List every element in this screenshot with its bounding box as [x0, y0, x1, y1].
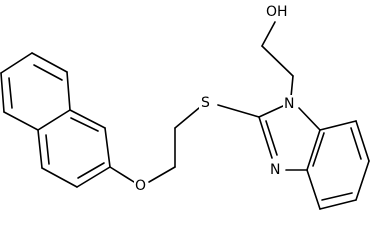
bond-c-c [261, 45, 294, 77]
bond-n-5 [41, 167, 78, 188]
bond-c7-c6 [355, 120, 370, 162]
bond-c7-c6-double [350, 127, 362, 160]
bond-c7a-n1 [298, 107, 321, 131]
bond-c5-c4-double [321, 192, 353, 201]
hydroxyethyl-chain [261, 21, 294, 98]
bond-c-n1 [290, 75, 294, 98]
bond-n-9 [0, 52, 33, 74]
bond-n-10-double [8, 77, 13, 109]
imidazole-ring [258, 105, 321, 171]
bond-c7a-c7 [319, 120, 357, 131]
bond-n-8-double [33, 64, 63, 81]
bond-c6-c5 [355, 160, 370, 201]
bond-c3a-c7a [306, 129, 321, 171]
bond-n-4 [37, 129, 43, 169]
bond-c5-c4 [319, 199, 357, 210]
bond-n-7 [66, 71, 71, 111]
atom-label-o: O [135, 178, 146, 194]
bond-n-4-double [45, 134, 50, 165]
bond-n-6-double [77, 162, 105, 179]
bond-n-11 [3, 111, 39, 131]
structure-diagram: OH S N N O [0, 2, 370, 210]
bond-n-2-double [70, 117, 99, 132]
atom-label-s: S [201, 95, 210, 111]
atom-labels: OH S N N O [134, 2, 297, 194]
bond-c2-n3 [258, 116, 273, 159]
bond-c3a-c7a-double [312, 132, 325, 167]
bond-n-1 [104, 127, 111, 168]
bond-n-8 [31, 52, 68, 73]
bond-o-c [261, 21, 276, 47]
bond-c4-c3a [306, 169, 321, 210]
bond-n-2 [69, 109, 106, 129]
atom-label-oh: OH [266, 4, 288, 20]
atom-label-n3: N [270, 162, 280, 178]
atom-label-n1: N [284, 96, 294, 112]
naphthalene-ring [0, 52, 135, 188]
bond-o-c2n [109, 166, 135, 183]
bond-n-6 [76, 166, 111, 188]
bond-c2-s [217, 104, 260, 118]
thioethyl-linker [148, 104, 260, 183]
bond-s-c [174, 107, 200, 129]
bond-n-10 [0, 72, 5, 113]
benzo-ring [306, 120, 370, 210]
bond-n1-c2 [258, 105, 284, 118]
bond-c2-n3-double [265, 120, 278, 156]
bond-c-o [148, 166, 176, 183]
bond-n-3 [37, 109, 71, 131]
